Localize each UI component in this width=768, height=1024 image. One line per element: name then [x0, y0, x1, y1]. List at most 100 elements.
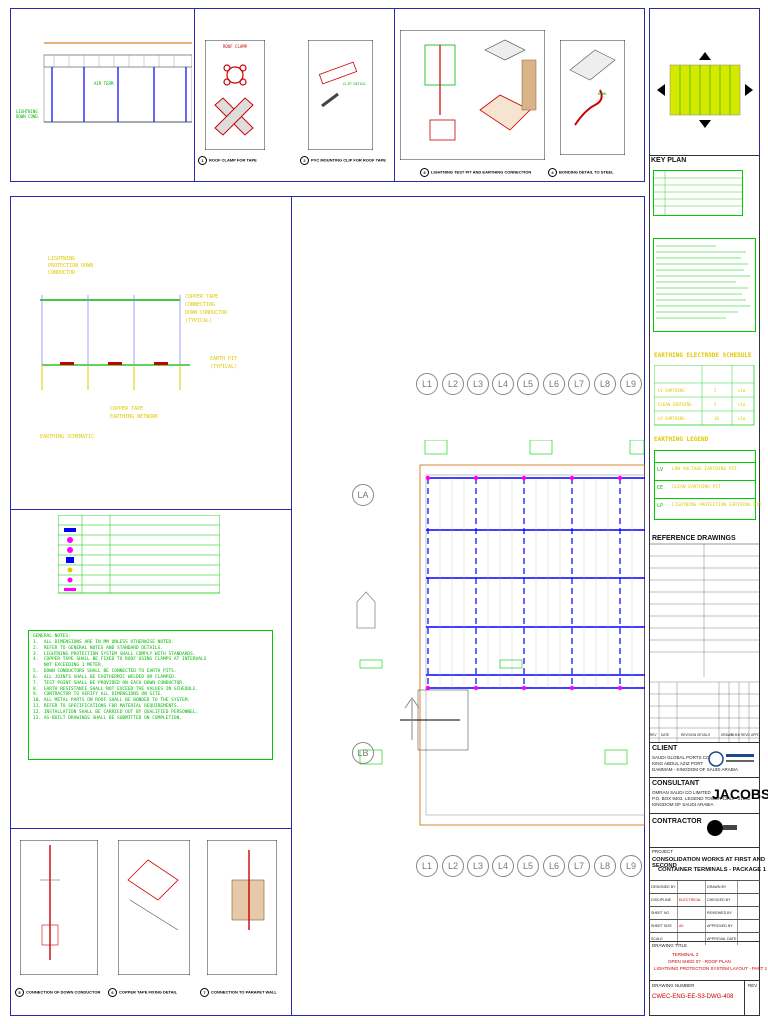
svg-text:LIGHTNING: LIGHTNING [16, 109, 38, 114]
client-logo-icon [708, 751, 754, 767]
drawing-number-label: DRAWING NUMBER [652, 983, 695, 988]
project-label: PROJECT [652, 849, 674, 854]
reference-drawings-table [649, 543, 760, 742]
earthing-schematic: LIGHTNING PROTECTION DOWN CONDUCTOR COPP… [40, 256, 237, 440]
svg-text:LP EARTHING: LP EARTHING [658, 416, 685, 421]
notes-lines-right [656, 245, 750, 319]
schedule-title: EARTHING ELECTRODE SCHEDULE [654, 352, 752, 359]
info-cell-k2: APPROVAL DATE [707, 937, 737, 941]
detail-test-pit [400, 30, 545, 160]
grid-bubble-bottom-l7: L7 [568, 855, 590, 877]
svg-text:PROTECTION DOWN: PROTECTION DOWN [48, 263, 93, 269]
info-cell-k: DISCIPLINE [651, 898, 671, 902]
notes-box-right [653, 238, 756, 332]
grid-bubble-bottom-l9: L9 [620, 855, 642, 877]
client-addr1: KING ABDUL AZIZ PORT [652, 761, 704, 766]
info-row: SCALE APPROVAL DATE [649, 932, 760, 945]
rev-label: REV [748, 983, 758, 988]
svg-text:LV EARTHING: LV EARTHING [658, 388, 685, 393]
svg-text:EARTHING SCHEMATIC: EARTHING SCHEMATIC [40, 434, 94, 440]
info-cell-k2: REVIEWED BY [707, 911, 732, 915]
project-title-1: CONSOLIDATION WORKS AT FIRST AND SECOND [652, 857, 766, 869]
detail-bottom-3 [207, 840, 277, 975]
grid-bubble-top-l3: L3 [467, 373, 489, 395]
svg-text:DOWN CONDUCTOR: DOWN CONDUCTOR [185, 310, 228, 316]
detail-bottom-1 [20, 840, 98, 975]
grid-bubble-bottom-l3: L3 [467, 855, 489, 877]
svg-text:AIR TERM.: AIR TERM. [94, 81, 116, 86]
drawing-title-2: OPEN SHED 07 - ROOF PLAN [668, 959, 731, 964]
detail-roof-clamp: ROOF CLAMP [205, 40, 265, 150]
keyplan-legend-rows [653, 170, 743, 216]
info-row: DESIGNED BY DRAWN BY [649, 880, 760, 893]
drawing-title-3: LIGHTNING PROTECTION SYSTEM LAYOUT - PAR… [654, 966, 768, 971]
grid-bubble-top-l6: L6 [543, 373, 565, 395]
consultant-logo: JACOBS [712, 786, 768, 802]
drawing-title-label: DRAWING TITLE [652, 943, 688, 948]
consultant-addr3: KINGDOM OF SAUDI ARABIA [652, 802, 714, 807]
legend-row: CE CLEAN EARTHING PIT [654, 480, 756, 498]
legend-desc: LIGHTNING PROTECTION EARTHING PIT [672, 503, 762, 508]
svg-text:2: 2 [714, 402, 717, 407]
drawing-title-1: TERMINAL 2 [672, 952, 699, 957]
svg-text:COPPER TAPE: COPPER TAPE [110, 406, 143, 412]
drawing-number-value: CWEC-ENG-EE-S3-DWG-408 [652, 994, 734, 1000]
keyplan-drawing [657, 52, 753, 128]
elevation-drawing: LIGHTNING DOWN COND. AIR TERM. [16, 42, 192, 123]
grid-bubble-bottom-l2: L2 [442, 855, 464, 877]
info-cell-k: SCALE [651, 937, 663, 941]
grid-bubble-top-l9: L9 [620, 373, 642, 395]
legend-desc: LOW VOLTAGE EARTHING PIT [672, 467, 738, 472]
svg-text:ROOF CLAMP: ROOF CLAMP [223, 44, 248, 49]
detail-bond: BOND [560, 40, 625, 155]
grid-bubble-top-l1: L1 [416, 373, 438, 395]
grid-bubble-lb: LB [352, 742, 374, 764]
detail-bottom-2 [118, 840, 190, 975]
grid-bubble-top-l5: L5 [517, 373, 539, 395]
legend-symbol: CE [657, 485, 664, 491]
reference-drawings-label: REFERENCE DRAWINGS [652, 535, 736, 542]
legend-desc: CLEAN EARTHING PIT [672, 485, 721, 490]
roof-plan-drawing [359, 440, 645, 826]
legend-title: EARTHING LEGEND [654, 436, 709, 443]
info-cell-v: ELECTRICAL [679, 898, 702, 902]
contractor-label: CONTRACTOR [652, 818, 702, 825]
grid-bubble-bottom-l1: L1 [416, 855, 438, 877]
revision-header-cell: REVD [741, 733, 750, 737]
svg-text:CONNECTING: CONNECTING [185, 302, 215, 308]
info-cell-k2: DRAWN BY [707, 885, 727, 889]
svg-text:2: 2 [714, 388, 717, 393]
consultant-addr2: P.O. BOX 9403, LEGEND TOWER 12/14 - 3195… [652, 796, 751, 801]
svg-text:CONDUCTOR: CONDUCTOR [48, 270, 76, 276]
info-cell-k2: APPROVED BY [707, 924, 733, 928]
info-cell-k: DESIGNED BY [651, 885, 676, 889]
general-notes-text: GENERAL NOTES: 1. ALL DIMENSIONS ARE IN … [33, 634, 207, 721]
svg-text:CLEAN EARTHING: CLEAN EARTHING [658, 402, 692, 407]
revision-header-cell: CHKD [731, 733, 741, 737]
info-cell-k: SHEET NO [651, 911, 670, 915]
general-notes-box [28, 630, 273, 760]
svg-text:BOND: BOND [598, 92, 606, 96]
svg-text:10: 10 [714, 416, 719, 421]
svg-text:(TYPICAL): (TYPICAL) [185, 318, 212, 324]
svg-text:<1Ω: <1Ω [738, 416, 746, 421]
info-row: SHEET NO REVIEWED BY [649, 906, 760, 919]
svg-text:(TYPICAL): (TYPICAL) [210, 364, 237, 370]
consultant-addr1: OMRAN SAUDI CO LIMITED [652, 790, 711, 795]
grid-bubble-bottom-l5: L5 [517, 855, 539, 877]
svg-text:EARTHING NETWORK: EARTHING NETWORK [110, 414, 158, 420]
contractor-logo-icon [707, 820, 737, 836]
info-cell-v: A0 [679, 924, 684, 928]
legend-box [654, 450, 756, 520]
